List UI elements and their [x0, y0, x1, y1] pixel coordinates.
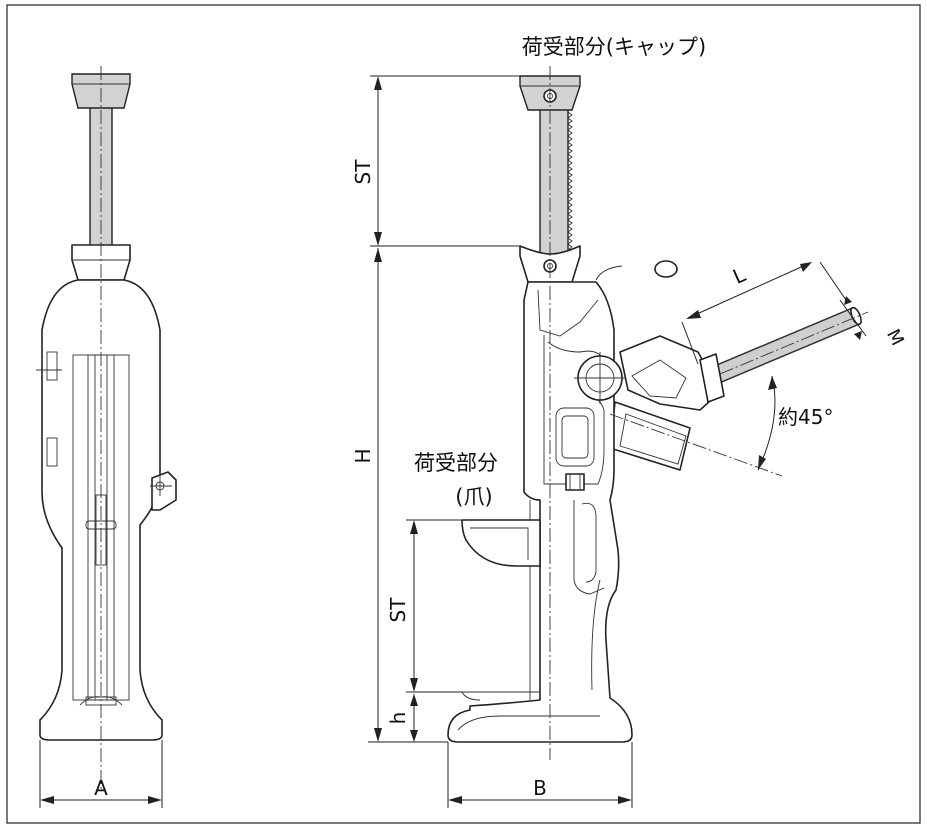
side-lug	[151, 471, 177, 511]
front-view: ST H ST h B L M	[351, 35, 908, 808]
angle-label: 約45°	[778, 405, 833, 429]
handle-knob	[654, 260, 678, 278]
st-top-label: ST	[351, 159, 375, 185]
rack-rod	[539, 107, 569, 257]
lever-tube	[714, 308, 860, 382]
claw-load-label-1: 荷受部分	[414, 451, 498, 475]
claw	[461, 519, 541, 567]
side-view: A	[36, 66, 177, 808]
h-total-label: H	[351, 448, 375, 463]
width-b-label: B	[533, 776, 547, 800]
claw-load-label-2: (爪)	[455, 485, 492, 509]
frame-border	[6, 4, 921, 824]
cap-load-label: 荷受部分(キャップ)	[522, 35, 706, 59]
lever-length-label: L	[729, 262, 750, 289]
st-claw-label: ST	[386, 597, 410, 623]
jack-body	[447, 281, 633, 743]
lever-diameter-label: M	[882, 326, 908, 349]
width-a-label: A	[94, 776, 108, 800]
h-claw-label: h	[386, 712, 410, 725]
